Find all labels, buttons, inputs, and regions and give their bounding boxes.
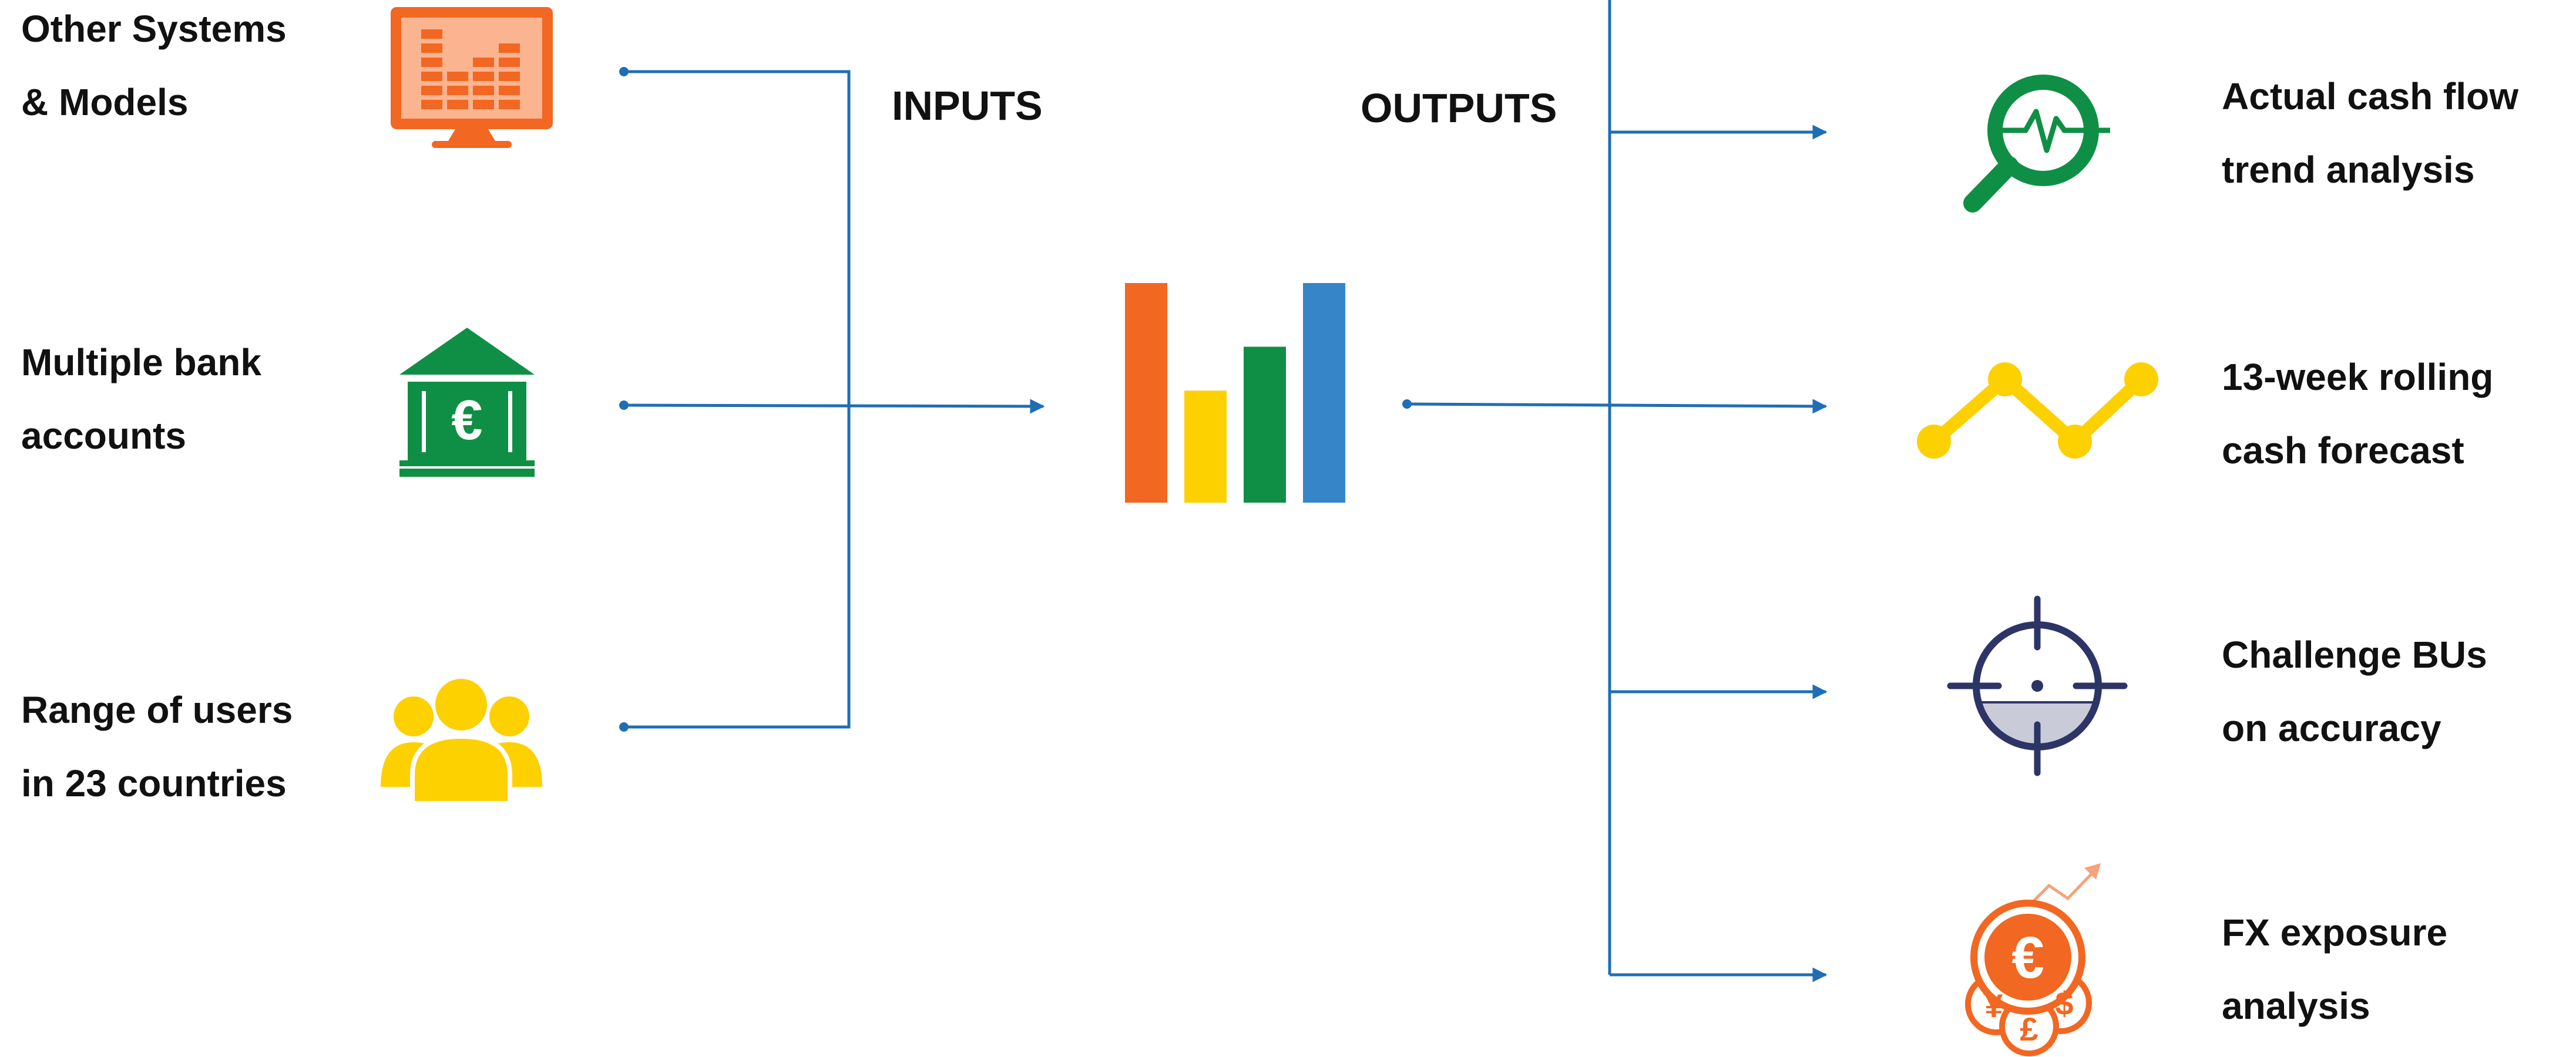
- output-label-line: 13-week rolling: [2222, 356, 2494, 398]
- input-label-line: accounts: [21, 415, 186, 457]
- output-label-cash-flow-trend: Actual cash flow trend analysis: [2222, 60, 2518, 207]
- connector-dot: [619, 400, 629, 410]
- users-group-icon: [381, 679, 542, 806]
- monitor-stand: [448, 129, 495, 141]
- hub-bar: [1303, 283, 1345, 503]
- output-label-line: cash forecast: [2222, 429, 2464, 472]
- coin-pound-symbol: £: [2020, 1011, 2038, 1048]
- crosshair-target-icon: [1947, 595, 2128, 776]
- trend-point: [2124, 362, 2158, 396]
- connector-other-systems: [624, 70, 851, 729]
- output-label-line: trend analysis: [2222, 149, 2475, 191]
- user-head-center: [435, 679, 487, 731]
- magnifier-pulse-icon: [1963, 75, 2110, 213]
- monitor-bars: [421, 29, 520, 109]
- magnifier-handle: [1963, 156, 2019, 213]
- output-label-challenge-bus: Challenge BUs on accuracy: [2222, 618, 2487, 765]
- input-connector-dots: [619, 67, 629, 732]
- output-label-line: on accuracy: [2222, 707, 2441, 749]
- output-label-line: Actual cash flow: [2222, 75, 2518, 117]
- connector-dot: [1402, 399, 1412, 409]
- bar-chart-icon: [1125, 283, 1345, 503]
- trend-point: [1917, 425, 1951, 459]
- trend-point: [1988, 362, 2022, 396]
- output-label-rolling-forecast: 13-week rolling cash forecast: [2222, 341, 2493, 487]
- connector-hub-out: [1406, 399, 1828, 414]
- input-label-line: Range of users: [21, 689, 293, 731]
- bank-euro-symbol: €: [451, 389, 482, 452]
- output-label-fx-exposure: FX exposure analysis: [2222, 896, 2447, 1043]
- monitor-chart-icon: [391, 7, 553, 148]
- connector-dot: [619, 722, 629, 732]
- bank-step: [399, 460, 535, 466]
- hub-bar: [1244, 346, 1286, 503]
- bank-euro-icon: €: [399, 328, 535, 477]
- output-label-line: analysis: [2222, 985, 2370, 1027]
- hub-bar: [1184, 391, 1227, 503]
- input-label-line: Multiple bank: [21, 341, 261, 383]
- trend-line: [1929, 373, 2146, 448]
- target-center: [2031, 680, 2043, 692]
- output-label-line: FX exposure: [2222, 911, 2448, 954]
- input-connectors: [623, 70, 1045, 729]
- inputs-heading: INPUTS: [892, 83, 1043, 129]
- input-label-bank-accounts: Multiple bank accounts: [21, 326, 261, 473]
- coin-euro-symbol: €: [2011, 925, 2044, 991]
- bank-roof: [399, 328, 535, 375]
- monitor-base: [432, 141, 512, 148]
- user-body-center: [410, 733, 512, 806]
- output-label-line: Challenge BUs: [2222, 634, 2487, 676]
- output-connectors: [1406, 0, 1828, 982]
- input-label-line: & Models: [21, 81, 189, 123]
- user-head-right: [489, 696, 529, 736]
- input-label-other-systems: Other Systems & Models: [21, 0, 287, 139]
- bank-body: [408, 382, 526, 460]
- input-label-line: in 23 countries: [21, 762, 287, 804]
- pulse-line: [1995, 109, 2110, 153]
- bank-base: [399, 469, 535, 477]
- connector-bank-accounts: [623, 399, 1045, 414]
- trend-point: [2058, 425, 2092, 459]
- coin-dollar-symbol: $: [2055, 985, 2073, 1022]
- input-label-line: Other Systems: [21, 8, 287, 50]
- connector-dot: [619, 67, 629, 76]
- currency-coins-icon: € ¥ $ £: [1965, 863, 2101, 1056]
- coin-yen-symbol: ¥: [1984, 987, 2003, 1024]
- input-label-users: Range of users in 23 countries: [21, 674, 293, 820]
- outputs-heading: OUTPUTS: [1361, 85, 1557, 131]
- coins-trend-arrow: [2024, 868, 2097, 910]
- user-head-left: [394, 696, 434, 736]
- coin-large-face: [1984, 914, 2071, 1001]
- hub-bar: [1125, 283, 1167, 503]
- line-trend-icon: [1917, 362, 2158, 459]
